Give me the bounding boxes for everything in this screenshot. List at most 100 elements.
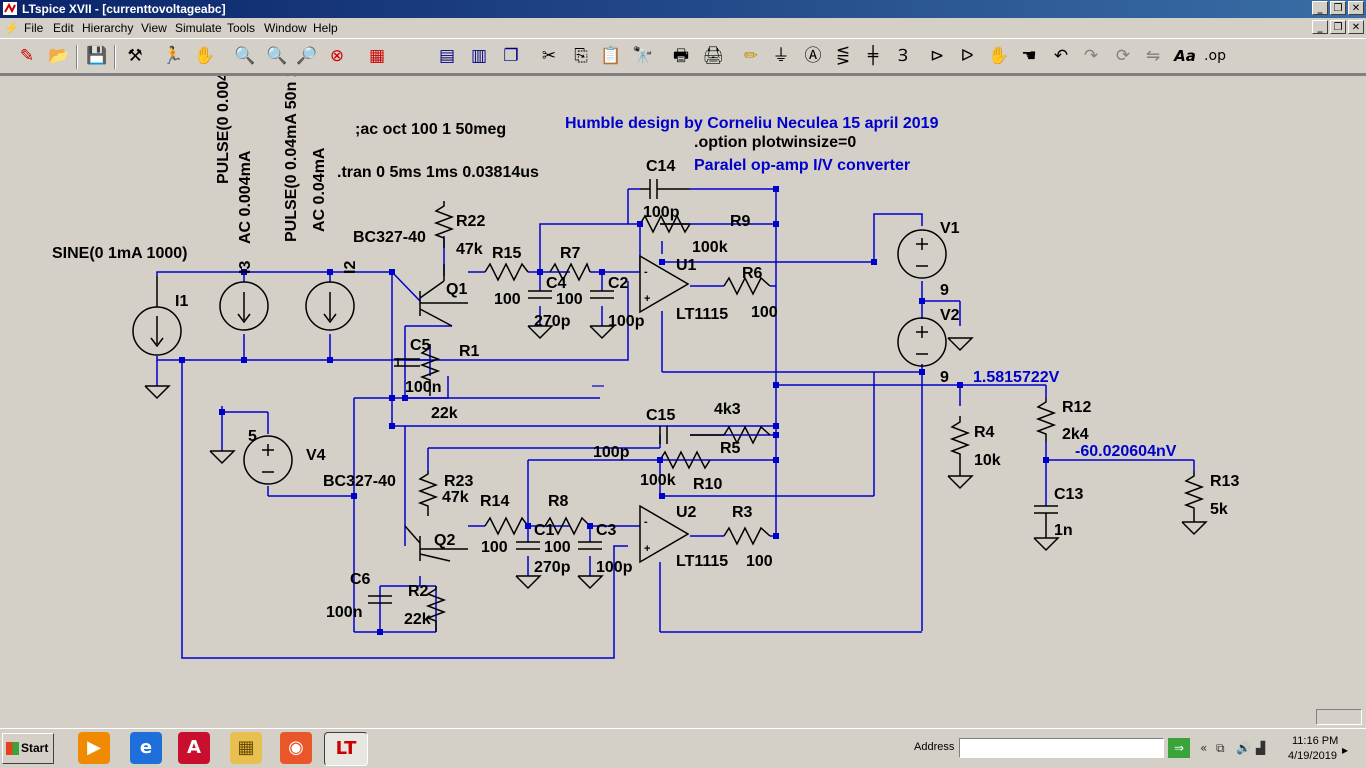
show-desktop-icon[interactable]: ▸ [1342, 743, 1349, 757]
go-icon[interactable]: ⇒ [1168, 738, 1190, 758]
halt-icon[interactable]: ✋ [194, 46, 216, 66]
minimize-button[interactable]: _ [1312, 1, 1328, 15]
document-icon[interactable]: ⚡ [4, 21, 19, 35]
r8-value: 100 [544, 539, 571, 556]
inductor-icon[interactable]: Ɜ [898, 46, 908, 66]
menu-file[interactable]: File [24, 21, 44, 35]
zoom-out-icon[interactable]: 🔎 [296, 46, 318, 66]
autorange-icon[interactable]: ▦ [368, 46, 386, 66]
firefox-icon[interactable]: ◉ [280, 732, 312, 764]
control-panel-icon[interactable]: ⚒ [127, 46, 143, 66]
toolbar: ✎ 📂 💾 ⚒ 🏃 ✋ 🔍 🔍 🔎 ⊗ ▦ ▤ ▥ ❐ ✂ ⎘ 📋 🔭 🖶 🖨 … [0, 38, 1366, 74]
menu-tools[interactable]: Tools [227, 21, 256, 35]
internet-explorer-icon[interactable]: e [130, 732, 162, 764]
c4-name: C4 [546, 275, 567, 292]
mdi-minimize-button[interactable]: _ [1312, 20, 1328, 34]
resistor-r13 [1183, 471, 1205, 522]
c4-value: 270p [534, 313, 571, 330]
tile-vertical-icon[interactable]: ▤ [438, 46, 456, 66]
r22-name: R22 [456, 213, 485, 230]
mirror-icon[interactable]: ⇋ [1145, 46, 1161, 66]
component-icon[interactable]: ᐅ [960, 46, 974, 66]
i2-pulse-top: PULSE(0 0.04mA 50n 10n 10n 50n 120n 2000… [283, 76, 300, 242]
v1-value: 9 [940, 282, 949, 299]
copy-icon[interactable]: ⎘ [574, 46, 588, 66]
volume-icon[interactable]: 🔊 [1236, 741, 1251, 755]
mdi-restore-button[interactable]: ❐ [1330, 20, 1346, 34]
undo-icon[interactable]: ↶ [1053, 46, 1069, 66]
drag-icon[interactable]: ☚ [1021, 46, 1037, 66]
ground-symbol [947, 475, 974, 490]
r7-name: R7 [560, 245, 581, 262]
run-icon[interactable]: 🏃 [162, 46, 184, 66]
clock-date[interactable]: 4/19/2019 [1288, 750, 1337, 762]
menu-window[interactable]: Window [264, 21, 307, 35]
cascade-icon[interactable]: ❐ [503, 46, 519, 66]
r9-name: R9 [730, 213, 751, 230]
resistor-icon[interactable]: ⋚ [835, 46, 851, 66]
diode-icon[interactable]: ⊳ [929, 46, 945, 66]
resistor-r22 [433, 201, 455, 248]
label-net-icon[interactable]: Ⓐ [804, 46, 822, 66]
menu-simulate[interactable]: Simulate [175, 21, 222, 35]
redo-icon[interactable]: ↷ [1083, 46, 1099, 66]
text-icon[interactable]: Aa [1174, 47, 1196, 65]
svg-text:+: + [644, 543, 650, 555]
ground-symbol [577, 575, 604, 590]
r2-value: 22k [404, 611, 431, 628]
menu-edit[interactable]: Edit [53, 21, 74, 35]
c1-name: C1 [534, 522, 555, 539]
r14-value: 100 [481, 539, 508, 556]
ground-icon[interactable]: ⏚ [772, 46, 790, 66]
network-icon[interactable]: ⧉ [1216, 741, 1225, 755]
r6-name: R6 [742, 265, 763, 282]
restore-button[interactable]: ❐ [1330, 1, 1346, 15]
print-icon[interactable]: 🖶 [672, 46, 690, 66]
current-source-i2 [305, 281, 355, 331]
resistor-r5 [723, 425, 771, 445]
paste-icon[interactable]: 📋 [600, 46, 622, 66]
menu-help[interactable]: Help [313, 21, 338, 35]
zoom-pan-icon[interactable]: 🔍 [266, 46, 288, 66]
resistor-r1 [419, 344, 441, 396]
tile-horizontal-icon[interactable]: ▥ [470, 46, 488, 66]
spice-directive-icon[interactable]: .op [1204, 48, 1226, 64]
close-button[interactable]: ✕ [1348, 1, 1364, 15]
cut-icon[interactable]: ✂ [541, 46, 557, 66]
capacitor-icon[interactable]: ╪ [867, 46, 879, 66]
draw-wire-icon[interactable]: ✏ [743, 46, 759, 66]
clock-time[interactable]: 11:16 PM [1292, 735, 1339, 747]
menu-hierarchy[interactable]: Hierarchy [82, 21, 134, 35]
node-voltage-label: -60.020604nV [1075, 443, 1177, 460]
tray-expand-icon[interactable]: « [1200, 741, 1208, 755]
resistor-r4 [949, 416, 971, 476]
signal-icon[interactable]: ▟ [1256, 741, 1266, 755]
current-source-i3 [219, 281, 269, 331]
new-schematic-icon[interactable]: ✎ [19, 46, 35, 66]
print-setup-icon[interactable]: 🖨 [702, 46, 724, 66]
move-icon[interactable]: ✋ [988, 46, 1010, 66]
header-credit: Humble design by Corneliu Neculea 15 apr… [565, 115, 939, 132]
zoom-in-icon[interactable]: 🔍 [234, 46, 256, 66]
opamp-u1 [639, 254, 690, 314]
acrobat-icon[interactable]: A [178, 732, 210, 764]
ground-symbol [1033, 537, 1060, 552]
menu-view[interactable]: View [141, 21, 167, 35]
find-icon[interactable]: 🔭 [632, 46, 654, 66]
mdi-close-button[interactable]: ✕ [1348, 20, 1364, 34]
rotate-icon[interactable]: ⟳ [1115, 46, 1131, 66]
q1-name: Q1 [446, 281, 467, 298]
open-icon[interactable]: 📂 [48, 46, 70, 66]
c15-name: C15 [646, 407, 675, 424]
i3-pulse-top: PULSE(0 0.004mA 500n 100n 100n 500n 1.2u… [215, 76, 232, 184]
schematic-canvas[interactable]: -+ -+ ;ac oct 100 1 50meg .tran 0 5ms [0, 74, 1366, 706]
ltspice-icon[interactable]: LT [324, 732, 368, 766]
save-icon[interactable]: 💾 [86, 46, 108, 66]
start-button[interactable]: Start [2, 733, 54, 764]
r5-value: 4k3 [714, 401, 741, 418]
i3-ac: AC 0.004mA [237, 150, 254, 244]
address-input[interactable] [959, 738, 1164, 758]
file-explorer-icon[interactable]: ▦ [230, 732, 262, 764]
zoom-fit-icon[interactable]: ⊗ [329, 46, 345, 66]
media-player-icon[interactable]: ▶ [78, 732, 110, 764]
